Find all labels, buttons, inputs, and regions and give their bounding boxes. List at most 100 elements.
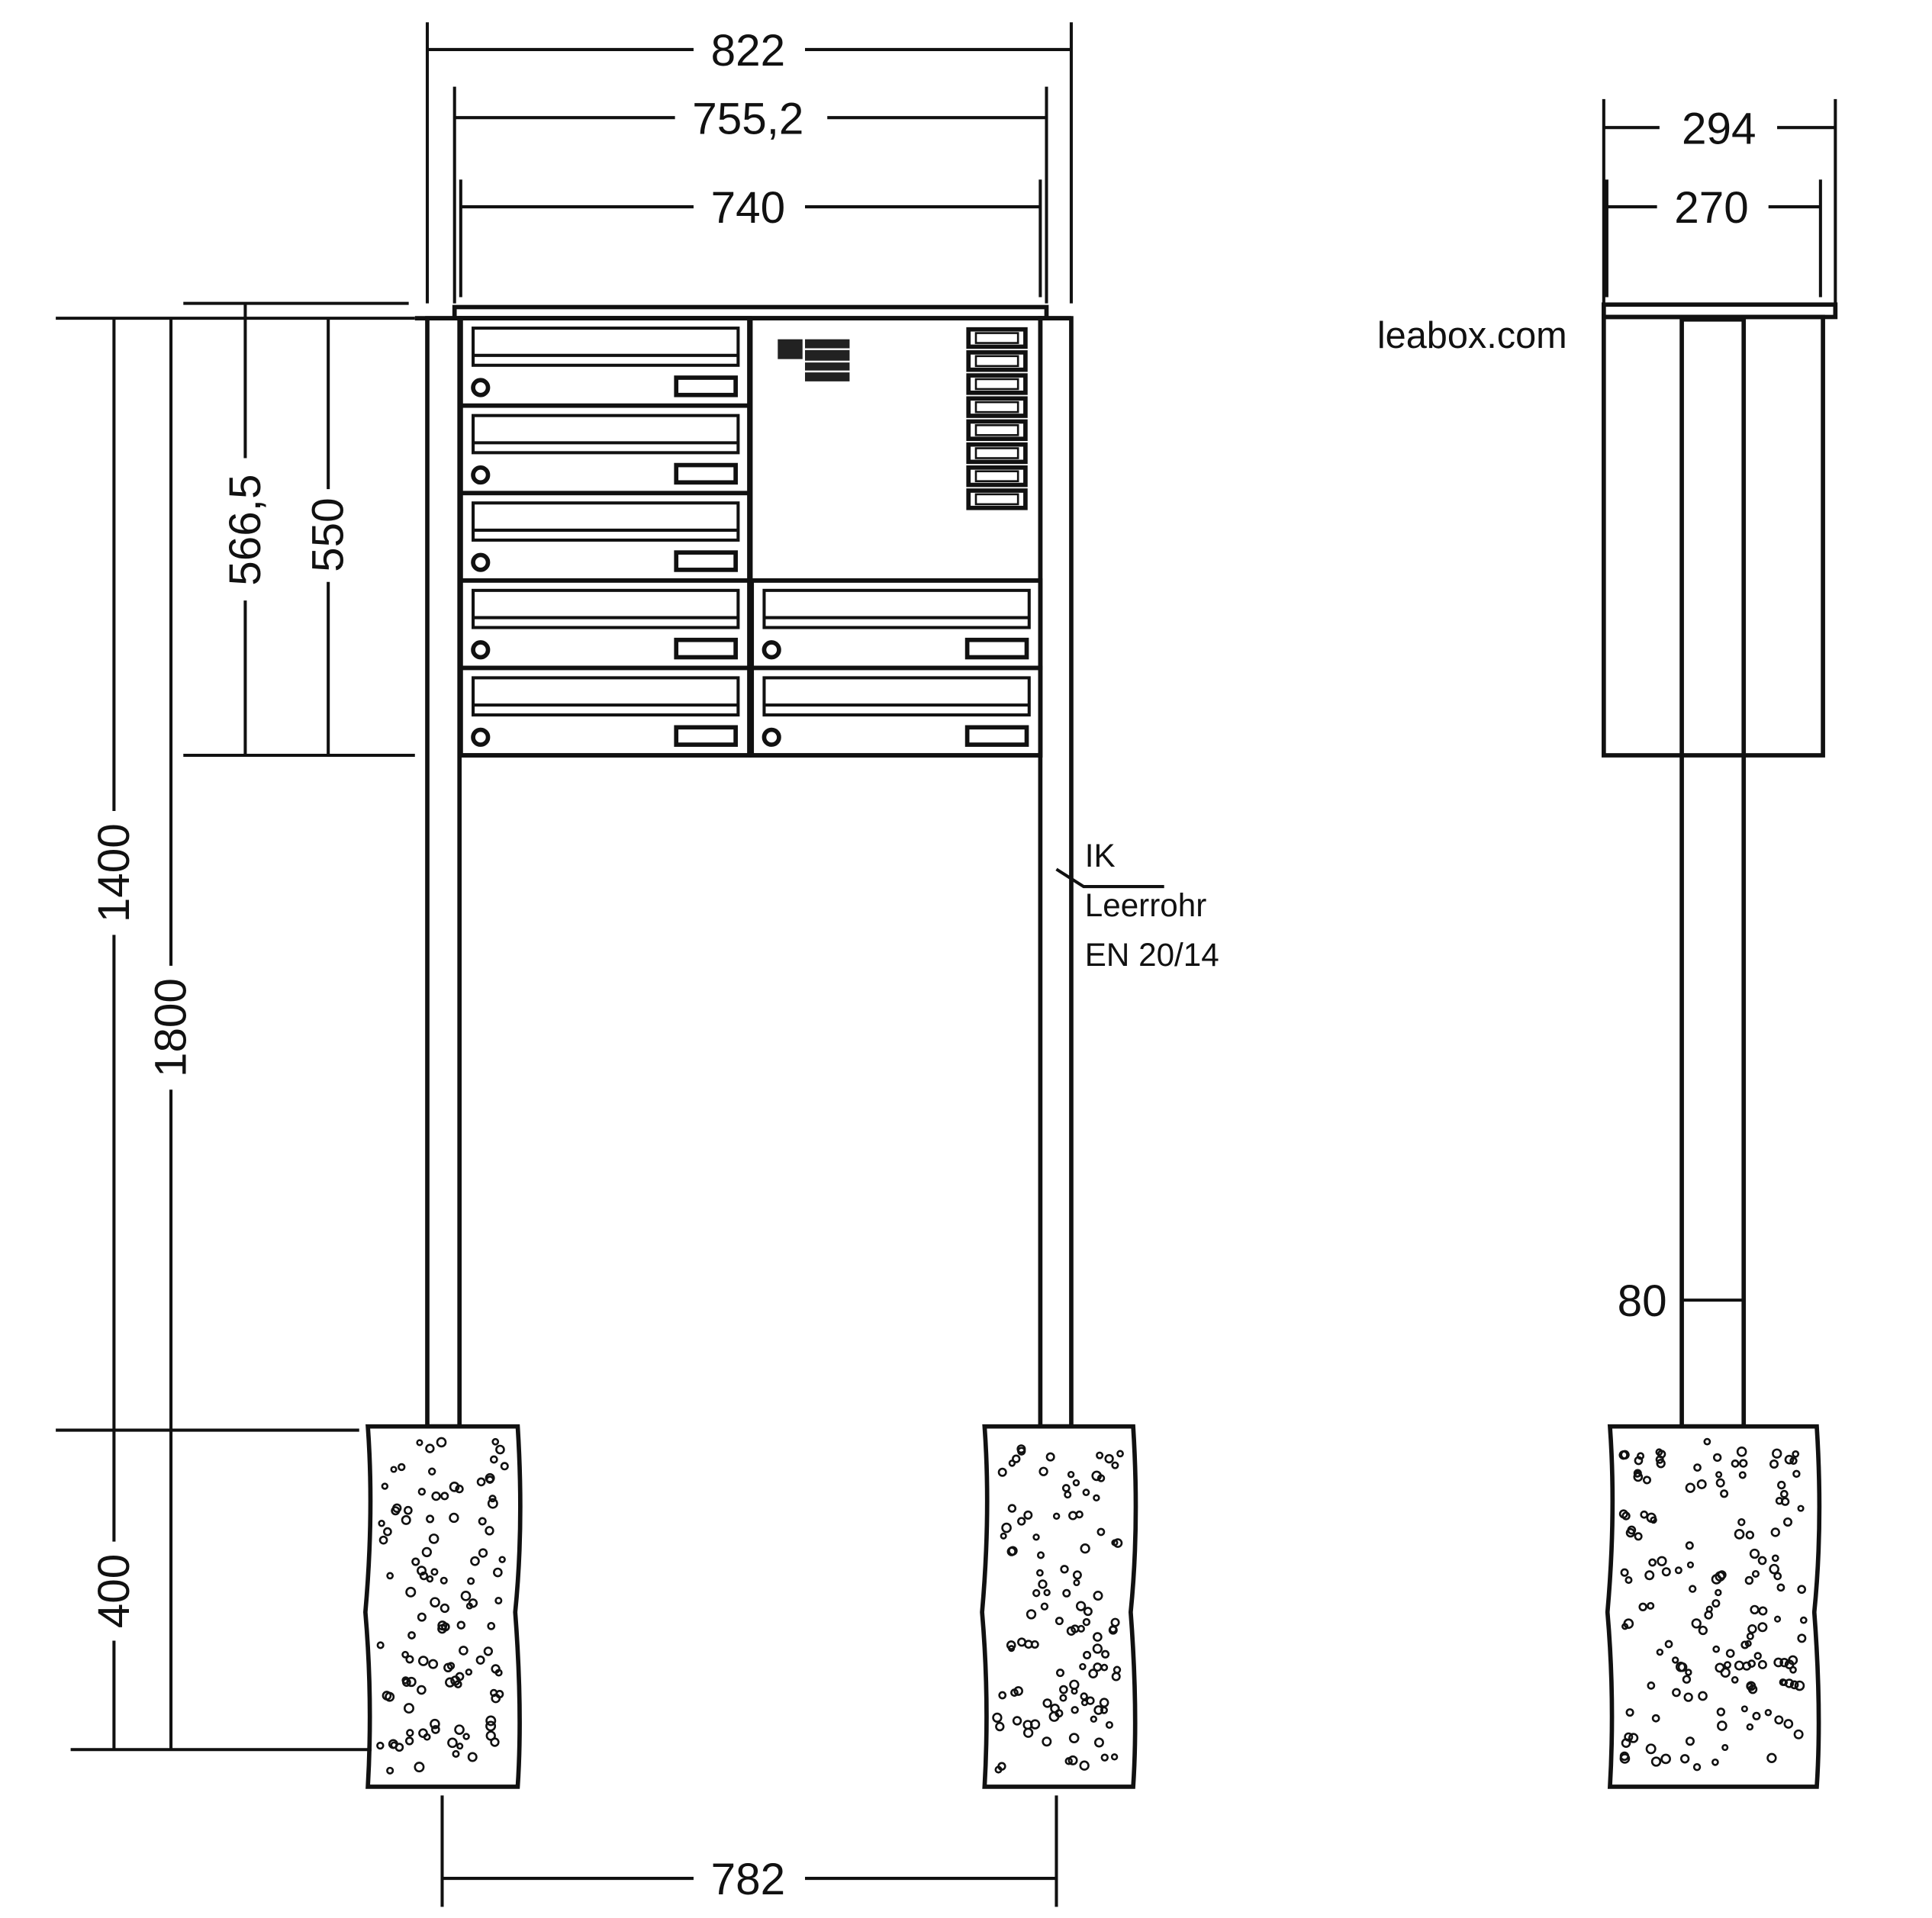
aggregate-dot bbox=[1043, 1588, 1051, 1597]
aggregate-dot bbox=[1752, 1711, 1761, 1720]
aggregate-dot bbox=[447, 1737, 458, 1749]
aggregate-dot bbox=[449, 1512, 459, 1524]
aggregate-dot bbox=[465, 1668, 473, 1676]
aggregate-dot bbox=[494, 1596, 503, 1605]
aggregate-dot bbox=[1104, 1453, 1114, 1464]
aggregate-dot bbox=[1772, 1448, 1782, 1459]
aggregate-dot bbox=[1008, 1459, 1016, 1467]
nameplate bbox=[674, 637, 738, 660]
aggregate-dot bbox=[1093, 1662, 1103, 1672]
aggregate-dot bbox=[475, 1655, 485, 1665]
aggregate-dot bbox=[1638, 1602, 1647, 1611]
left-dimension-lines bbox=[56, 301, 415, 1752]
aggregate-dot bbox=[467, 1752, 478, 1762]
aggregate-dot bbox=[1642, 1476, 1651, 1485]
aggregate-dot bbox=[398, 1463, 406, 1472]
aggregate-dot bbox=[1067, 1755, 1078, 1765]
doorbell-button bbox=[966, 350, 1028, 372]
aggregate-dot bbox=[407, 1631, 416, 1640]
aggregate-dot bbox=[1774, 1715, 1784, 1725]
aggregate-dot bbox=[1712, 1645, 1721, 1653]
aggregate-dot bbox=[426, 1514, 435, 1524]
dimension-400: 400 bbox=[89, 1554, 139, 1628]
aggregate-dot bbox=[1712, 1453, 1722, 1463]
mail-slot bbox=[472, 676, 740, 717]
aggregate-dot bbox=[1042, 1698, 1052, 1708]
aggregate-dot bbox=[454, 1724, 465, 1735]
mail-slot bbox=[472, 414, 740, 455]
nameplate bbox=[964, 637, 1029, 660]
concrete-footing bbox=[980, 1424, 1138, 1789]
aggregate-dot bbox=[1656, 1459, 1666, 1469]
dimension-label: 782 bbox=[711, 1855, 785, 1904]
aggregate-dot bbox=[995, 1721, 1005, 1732]
aggregate-dot bbox=[1006, 1640, 1016, 1650]
aggregate-dot bbox=[1628, 1733, 1639, 1743]
aggregate-dot bbox=[1038, 1466, 1048, 1476]
aggregate-dot bbox=[1739, 1459, 1748, 1468]
aggregate-dot bbox=[1799, 1616, 1808, 1624]
aggregate-dot bbox=[1113, 1665, 1122, 1674]
aggregate-dot bbox=[1640, 1510, 1649, 1519]
side-view: 294 270 80 leabox.com bbox=[1377, 98, 1838, 1429]
aggregate-dot bbox=[1734, 1660, 1744, 1671]
doorbell-button bbox=[966, 488, 1028, 510]
aggregate-dot bbox=[1672, 1688, 1681, 1698]
aggregate-dot bbox=[1062, 1588, 1071, 1598]
aggregate-dot bbox=[404, 1736, 414, 1746]
aggregate-dot bbox=[1769, 1563, 1779, 1575]
aggregate-dot bbox=[1675, 1662, 1686, 1672]
aggregate-dot bbox=[388, 1739, 398, 1749]
dimension-1400: 1400 bbox=[89, 823, 139, 922]
aggregate-dot bbox=[1100, 1706, 1108, 1714]
aggregate-dot bbox=[1715, 1571, 1726, 1582]
mail-slot bbox=[472, 588, 740, 629]
aggregate-dot bbox=[1736, 1446, 1747, 1457]
aggregate-dot bbox=[1067, 1470, 1075, 1479]
aggregate-dot bbox=[487, 1621, 496, 1630]
aggregate-dot bbox=[421, 1546, 433, 1558]
aggregate-dot bbox=[1691, 1618, 1702, 1629]
aggregate-dot bbox=[1006, 1546, 1016, 1556]
aggregate-dot bbox=[405, 1586, 417, 1598]
aggregate-dot bbox=[404, 1703, 414, 1714]
aggregate-dot bbox=[1651, 1714, 1660, 1723]
aggregate-dot bbox=[1633, 1469, 1642, 1478]
aggregate-dot bbox=[1016, 1444, 1026, 1454]
aggregate-dot bbox=[383, 1527, 392, 1537]
aggregate-dot bbox=[1698, 1625, 1708, 1636]
aggregate-dot bbox=[1783, 1719, 1794, 1729]
aggregate-dot bbox=[494, 1669, 503, 1677]
aggregate-dot bbox=[401, 1514, 411, 1525]
aggregate-dot bbox=[455, 1672, 465, 1681]
aggregate-dot bbox=[495, 1444, 505, 1455]
aggregate-dot bbox=[1036, 1551, 1045, 1559]
aggregate-dot bbox=[487, 1498, 498, 1509]
aggregate-dot bbox=[490, 1737, 500, 1747]
brand-label: leabox.com bbox=[1377, 315, 1567, 356]
aggregate-dot bbox=[430, 1718, 440, 1730]
aggregate-dot bbox=[417, 1488, 427, 1496]
aggregate-dot bbox=[406, 1729, 414, 1737]
aggregate-dot bbox=[1092, 1643, 1103, 1654]
aggregate-dot bbox=[391, 1506, 401, 1516]
aggregate-dot bbox=[1036, 1569, 1044, 1577]
mailbox-compartment bbox=[458, 665, 752, 758]
concrete-footing bbox=[1605, 1424, 1822, 1789]
aggregate-dot bbox=[440, 1576, 448, 1585]
lock-icon bbox=[471, 727, 491, 747]
aggregate-dot bbox=[465, 1602, 473, 1610]
aggregate-dot bbox=[1000, 1532, 1007, 1540]
aggregate-dot bbox=[1789, 1680, 1799, 1690]
aggregate-dot bbox=[1010, 1688, 1019, 1697]
aggregate-dot bbox=[405, 1655, 414, 1664]
dimension-740: 740 bbox=[459, 179, 1042, 298]
aggregate-dot bbox=[1773, 1615, 1782, 1623]
aggregate-dot bbox=[1064, 1491, 1072, 1499]
aggregate-dot bbox=[1621, 1623, 1629, 1630]
aggregate-dot bbox=[1780, 1678, 1789, 1687]
aggregate-dot bbox=[1090, 1715, 1098, 1723]
aggregate-dot bbox=[485, 1720, 497, 1732]
aggregate-dot bbox=[1716, 1707, 1726, 1717]
doorbell-button bbox=[966, 419, 1028, 442]
